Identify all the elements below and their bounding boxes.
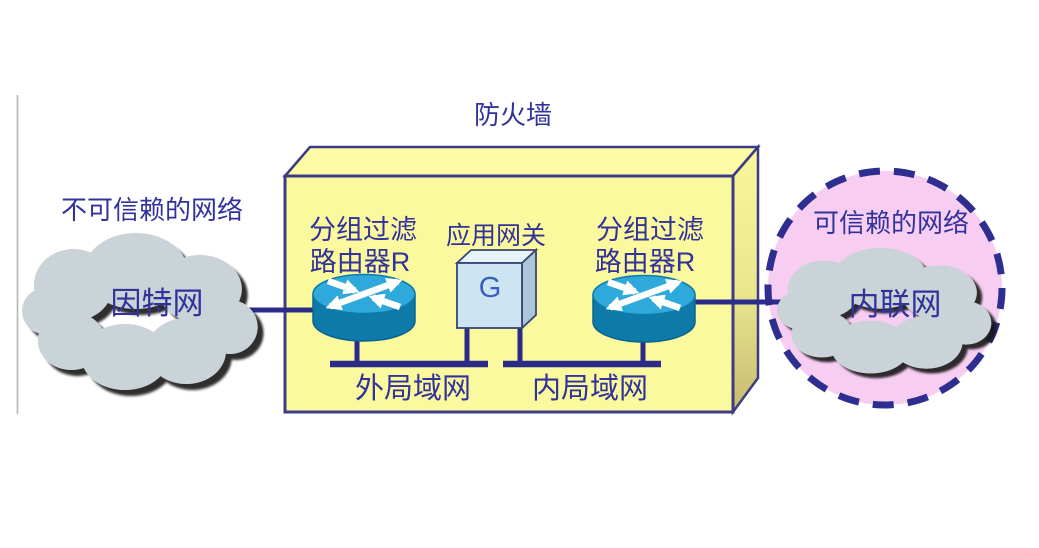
- router-left-label-line2: 路由器R: [310, 247, 411, 277]
- inner-lan-label: 内局域网: [532, 372, 648, 405]
- internet-label: 因特网: [111, 286, 204, 321]
- untrusted-network-caption: 不可信赖的网络: [61, 195, 243, 225]
- gateway-label: 应用网关: [446, 222, 546, 250]
- router-right-icon: [593, 276, 695, 343]
- router-right-label-line1: 分组过滤: [596, 215, 704, 245]
- trusted-network-caption: 可信赖的网络: [813, 208, 969, 238]
- firewall-box-top-face: [282, 145, 761, 178]
- router-left-label-line1: 分组过滤: [309, 215, 417, 245]
- gateway-cube-icon: [454, 247, 539, 331]
- firewall-box-side-face: [731, 143, 760, 416]
- intranet-label: 内联网: [849, 287, 942, 322]
- router-left-icon: [313, 275, 415, 342]
- diagram-title: 防火墙: [474, 100, 552, 130]
- outer-lan-label: 外局域网: [355, 372, 471, 405]
- gateway-cube-front: [456, 262, 523, 329]
- gateway-letter: G: [479, 272, 502, 304]
- gateway-cube-side: [521, 247, 537, 331]
- router-right-label-line2: 路由器R: [595, 247, 696, 277]
